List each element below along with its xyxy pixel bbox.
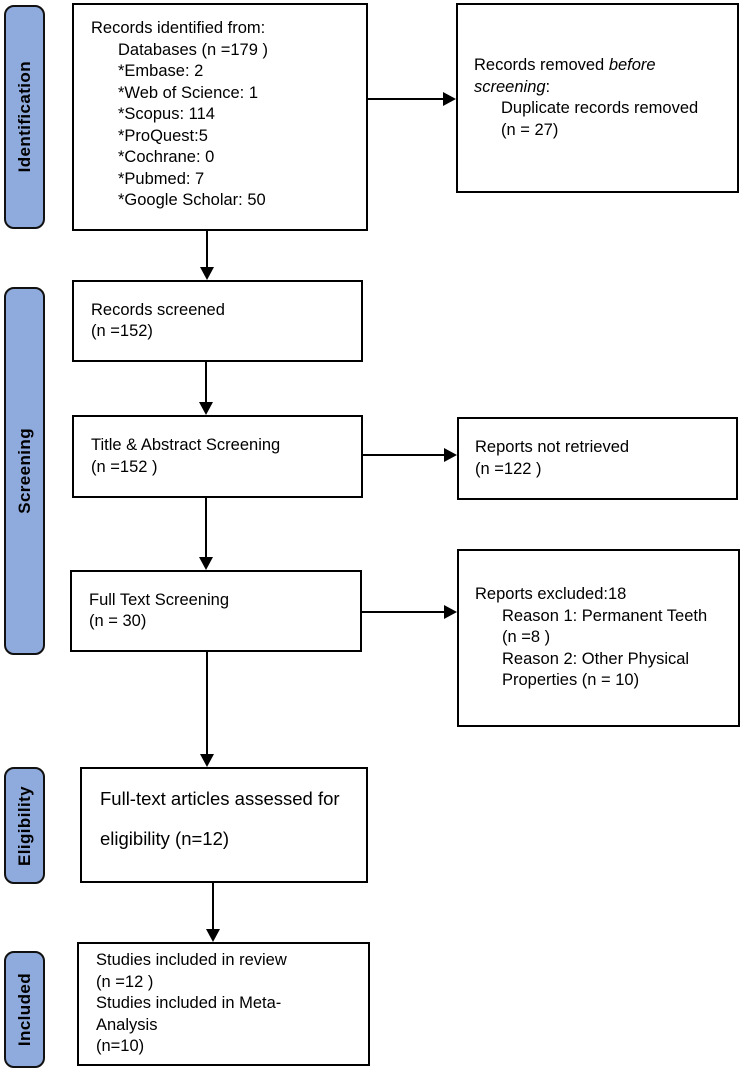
reports-excluded-line: (n =8 ) (502, 628, 551, 647)
box-records-screened: Records screened (n =152) (72, 280, 363, 362)
stage-tab-eligibility: Eligibility (4, 767, 45, 884)
studies-included-line: (n=10) (96, 1037, 145, 1056)
stage-tab-identification: Identification (4, 5, 45, 229)
box-title-abstract-text: Title & Abstract Screening (n =152 ) (91, 435, 355, 478)
arrowhead-right-icon (443, 92, 456, 106)
arrow-line (205, 362, 207, 404)
arrow-line (206, 652, 208, 756)
arrowhead-down-icon (206, 929, 220, 942)
full-text-screening-line: (n = 30) (89, 612, 147, 630)
full-text-screening-line: Full Text Screening (89, 590, 230, 609)
arrow-full-text-to-excluded (362, 605, 457, 619)
fulltext-assessed-line: eligibility (n=12) (100, 828, 230, 849)
reports-excluded-line: Reason 1: Permanent Teeth (502, 606, 708, 625)
arrowhead-right-icon (444, 448, 457, 462)
fulltext-assessed-line: Full-text articles assessed for (100, 788, 340, 809)
box-studies-included-text: Studies included in review (n =12 ) Stud… (96, 950, 362, 1058)
arrow-line (363, 454, 446, 456)
box-records-removed: Records removed before screening: Duplic… (456, 3, 739, 193)
arrow-identified-to-screened (200, 231, 214, 280)
stage-label-identification: Identification (14, 61, 34, 173)
records-screened-line: (n =152) (91, 322, 153, 340)
studies-included-line: Studies included in review (96, 951, 287, 970)
reports-not-retrieved-line: Reports not retrieved (475, 438, 630, 456)
records-identified-title: Records identified from: (91, 19, 266, 37)
records-identified-line: *ProQuest:5 (118, 126, 208, 145)
records-identified-line: *Cochrane: 0 (118, 148, 215, 166)
studies-included-line: Studies included in Meta- (96, 994, 282, 1013)
studies-included-line: (n =12 ) (96, 972, 154, 991)
records-identified-line: *Pubmed: 7 (118, 169, 205, 188)
box-fulltext-assessed: Full-text articles assessed for eligibil… (80, 767, 368, 883)
arrow-line (205, 498, 207, 559)
box-full-text-screening-text: Full Text Screening (n = 30) (89, 590, 354, 633)
arrow-line (212, 883, 214, 931)
box-reports-not-retrieved: Reports not retrieved (n =122 ) (457, 417, 738, 500)
arrowhead-right-icon (444, 605, 457, 619)
reports-excluded-title: Reports excluded:18 (475, 585, 627, 604)
box-records-screened-text: Records screened (n =152) (91, 300, 355, 343)
stage-label-included: Included (14, 972, 34, 1047)
records-identified-line: *Web of Science: 1 (118, 83, 259, 102)
stage-tab-screening: Screening (4, 287, 45, 655)
records-screened-line: Records screened (91, 300, 225, 319)
title-abstract-line: (n =152 ) (91, 457, 158, 476)
studies-included-line: Analysis (96, 1015, 158, 1034)
arrow-title-abstract-to-not-retrieved (363, 448, 457, 462)
reports-not-retrieved-line: (n =122 ) (475, 459, 542, 478)
arrow-full-text-to-assessed (200, 652, 214, 767)
arrow-line (368, 98, 445, 100)
stage-tab-included: Included (4, 951, 45, 1068)
arrow-title-abstract-to-full-text (199, 498, 213, 570)
records-removed-line: (n = 27) (501, 120, 559, 139)
box-records-removed-text: Records removed before screening: Duplic… (474, 55, 719, 141)
arrowhead-down-icon (199, 402, 213, 415)
arrowhead-down-icon (199, 557, 213, 570)
box-reports-excluded: Reports excluded:18 Reason 1: Permanent … (457, 549, 740, 727)
box-records-identified: Records identified from: Databases (n =1… (72, 3, 368, 231)
records-identified-line: *Google Scholar: 50 (118, 191, 266, 209)
arrowhead-down-icon (200, 267, 214, 280)
box-title-abstract-screening: Title & Abstract Screening (n =152 ) (72, 415, 363, 498)
arrow-line (362, 611, 446, 613)
arrow-assessed-to-included (206, 883, 220, 942)
arrow-screened-to-title-abstract (199, 362, 213, 415)
box-records-identified-text: Records identified from: Databases (n =1… (91, 18, 360, 212)
arrow-identified-to-records-removed (368, 92, 456, 106)
records-removed-title: Records removed before screening: (474, 56, 656, 96)
stage-label-eligibility: Eligibility (14, 785, 34, 866)
arrowhead-down-icon (200, 754, 214, 767)
records-identified-line: *Scopus: 114 (118, 105, 215, 123)
records-identified-line: Databases (n =179 ) (118, 40, 268, 59)
stage-label-screening: Screening (14, 428, 34, 514)
box-studies-included: Studies included in review (n =12 ) Stud… (77, 942, 370, 1066)
records-removed-italic: before screening (474, 56, 656, 96)
box-full-text-screening: Full Text Screening (n = 30) (70, 570, 362, 652)
arrow-line (206, 231, 208, 269)
box-fulltext-assessed-text: Full-text articles assessed for eligibil… (100, 779, 360, 859)
box-reports-not-retrieved-text: Reports not retrieved (n =122 ) (475, 437, 730, 480)
records-identified-line: *Embase: 2 (118, 62, 204, 80)
reports-excluded-line: Reason 2: Other Physical (502, 649, 690, 668)
reports-excluded-line: Properties (n = 10) (502, 671, 640, 690)
box-reports-excluded-text: Reports excluded:18 Reason 1: Permanent … (475, 584, 730, 692)
title-abstract-line: Title & Abstract Screening (91, 436, 281, 454)
records-removed-line: Duplicate records removed (501, 99, 699, 117)
